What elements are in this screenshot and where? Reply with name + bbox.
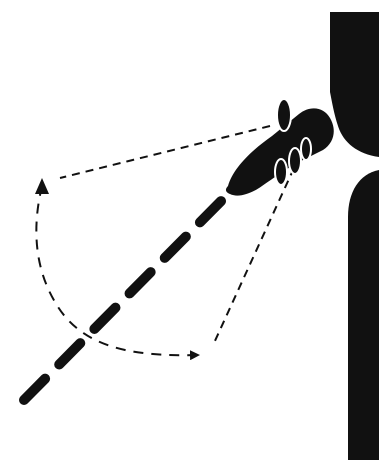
swing-start-arrowhead [35, 178, 49, 194]
finger-highlight-3 [301, 138, 311, 160]
wall-upper-section [330, 12, 379, 157]
finger-highlight-1 [275, 159, 287, 185]
thick-motion-path [24, 190, 232, 400]
lower-guide-line [214, 168, 294, 343]
finger-highlight-2 [289, 148, 301, 174]
swing-arc-arrow [36, 186, 198, 355]
wall-silhouette [330, 12, 379, 460]
wall-lower-section [348, 170, 379, 460]
hand-silhouette [226, 99, 334, 196]
thumb-highlight [277, 99, 291, 131]
